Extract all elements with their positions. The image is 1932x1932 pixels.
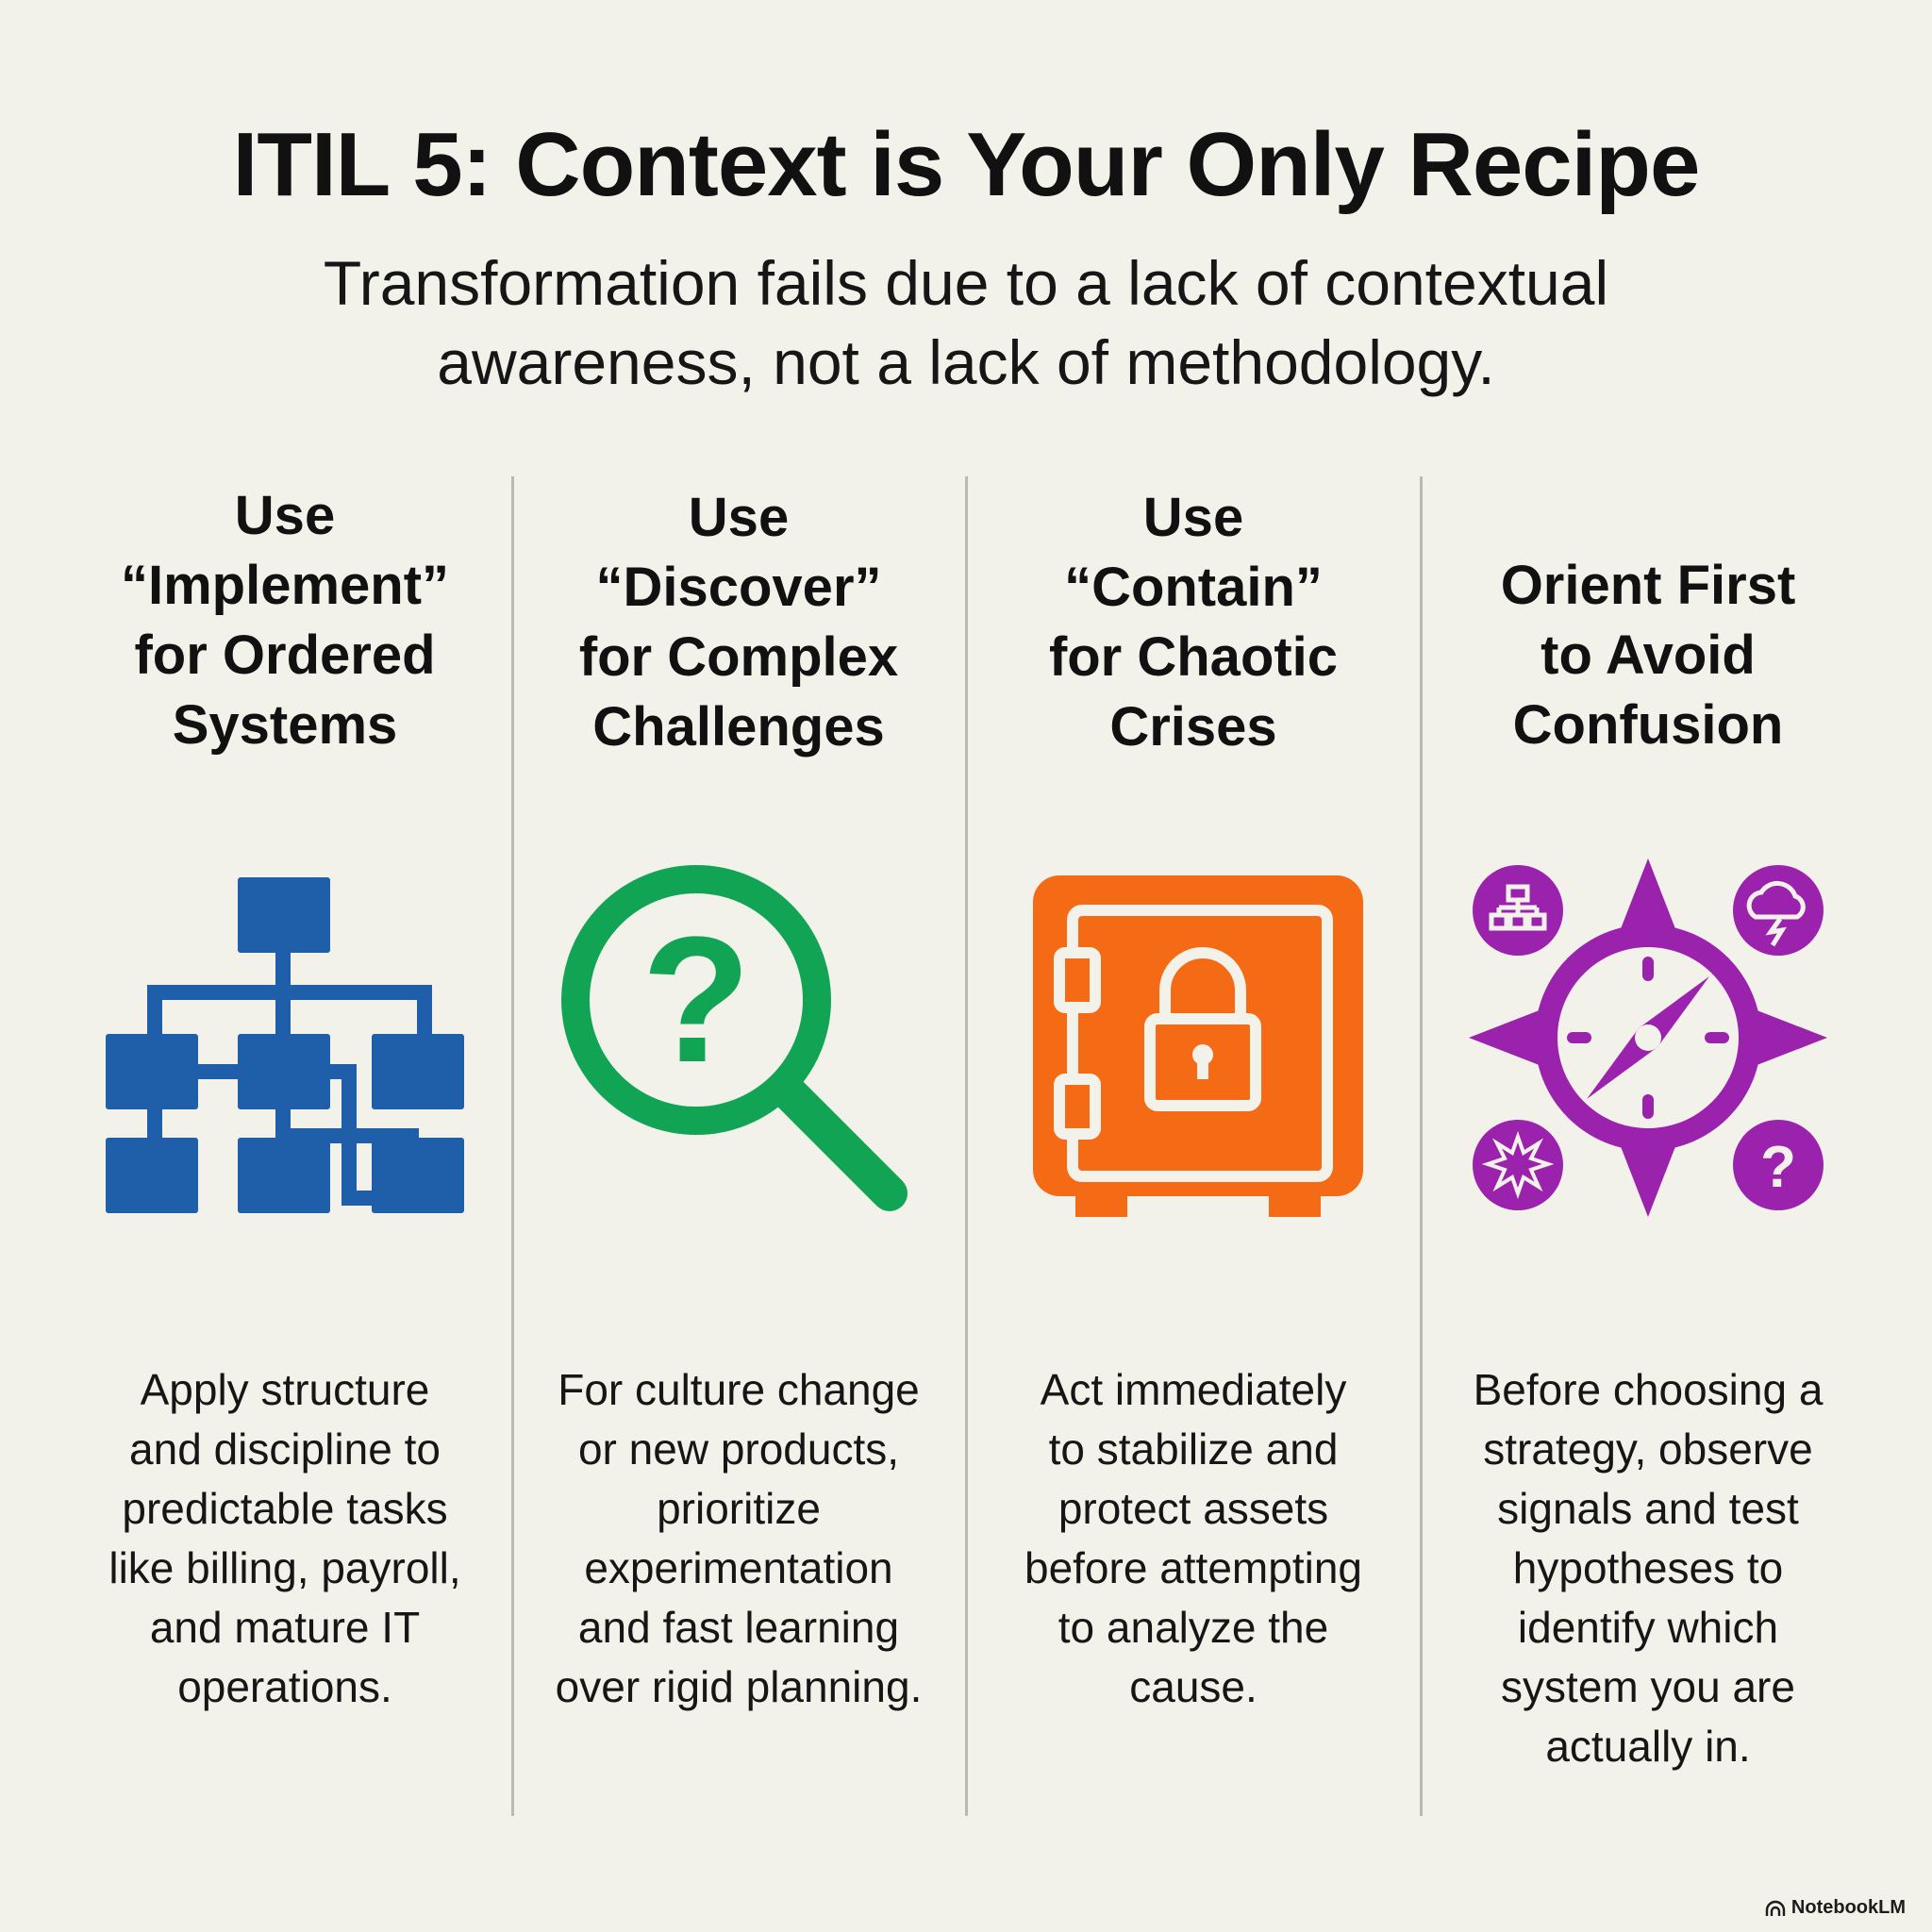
column-discover: Use “Discover” for Complex Challenges ? … [512, 472, 965, 1821]
svg-text:?: ? [641, 900, 751, 1100]
column-divider [511, 476, 514, 1816]
column-heading: Use “Discover” for Complex Challenges [578, 487, 899, 758]
column-divider [965, 476, 968, 1816]
column-divider [1420, 476, 1423, 1816]
column-description: Act immediately to stabilize and protect… [1024, 1365, 1362, 1711]
locked-safe-icon [1033, 875, 1363, 1217]
page-title: ITIL 5: Context is Your Only Recipe [232, 114, 1701, 215]
magnifier-question-icon: ? [561, 865, 908, 1211]
column-heading: Use “Contain” for Chaotic Crises [1048, 487, 1339, 758]
column-description: Before choosing a strategy, observe sign… [1473, 1365, 1824, 1771]
brand-watermark: NotebookLM [1765, 1897, 1906, 1919]
compass-with-context-icons: ? [1469, 858, 1827, 1217]
column-description: Apply structure and discipline to predic… [108, 1365, 461, 1711]
ordered-system-badge-icon [1473, 865, 1563, 956]
hierarchy-flowchart-icon [106, 877, 464, 1213]
storm-cloud-badge-icon [1733, 865, 1824, 956]
chaos-burst-badge-icon [1473, 1120, 1563, 1210]
page-subtitle: Transformation fails due to a lack of co… [323, 248, 1609, 397]
notebooklm-logo-icon [1765, 1900, 1786, 1916]
svg-text:?: ? [1760, 1135, 1796, 1200]
column-heading: Use “Implement” for Ordered Systems [120, 485, 450, 756]
column-heading: Orient First to Avoid Confusion [1500, 555, 1796, 756]
column-implement: Use “Implement” for Ordered Systems [58, 472, 511, 1821]
question-badge-icon: ? [1733, 1120, 1824, 1210]
column-orient: Orient First to Avoid Confusion [1422, 472, 1874, 1821]
column-contain: Use “Contain” for Chaotic Crises Act imm… [967, 472, 1420, 1821]
column-description: For culture change or new products, prio… [555, 1365, 923, 1711]
